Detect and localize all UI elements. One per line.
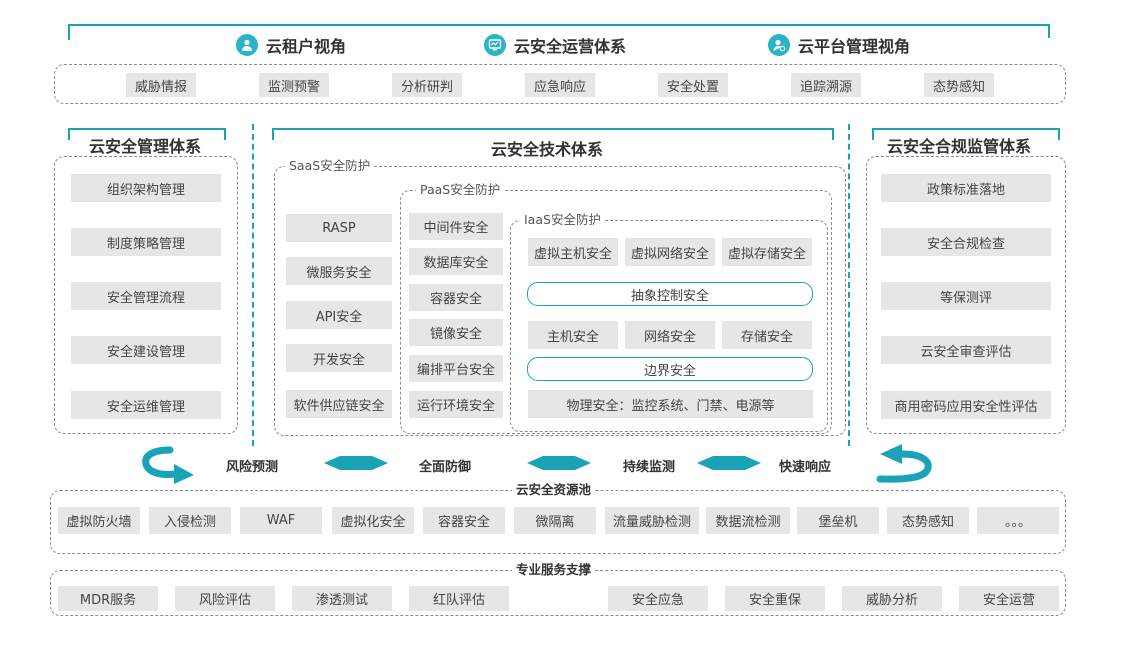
monitor-icon (484, 34, 506, 56)
cycle-arrow-left-icon (142, 446, 194, 484)
service-risk: 风险评估 (175, 586, 275, 611)
service-mdr: MDR服务 (58, 586, 158, 611)
flow-step-monitor: 持续监测 (623, 460, 676, 475)
pool-item-dataflow: 数据流检测 (706, 507, 790, 534)
iaas-virtual-network: 虚拟网络安全 (625, 238, 715, 266)
technology-title: 云安全技术体系 (491, 140, 604, 159)
cycle-arrow-right-icon (876, 444, 932, 483)
iaas-host: 主机安全 (528, 321, 618, 349)
management-item-operation: 安全运维管理 (71, 391, 221, 419)
saas-item-microservice: 微服务安全 (286, 257, 392, 285)
saas-item-api: API安全 (286, 301, 392, 329)
paas-item-orchestration: 编排平台安全 (409, 355, 503, 382)
top-bracket-left (68, 24, 70, 40)
header-tenant-view: 云租户视角 (236, 33, 346, 57)
pool-item-container: 容器安全 (423, 507, 505, 534)
saas-label: SaaS安全防护 (285, 158, 375, 174)
saas-item-dev: 开发安全 (286, 344, 392, 372)
compliance-item-mlps: 等保测评 (881, 282, 1051, 310)
paas-item-image: 镜像安全 (409, 319, 503, 346)
iaas-label: IaaS安全防护 (520, 212, 605, 228)
management-item-policy: 制度策略管理 (71, 228, 221, 256)
flow-step-defense: 全面防御 (419, 460, 472, 475)
pool-item-bastion: 堡垒机 (797, 507, 879, 534)
flow-diamond-2-icon (527, 456, 591, 470)
pool-item-microseg: 微隔离 (514, 507, 596, 534)
flow-step-predict: 风险预测 (226, 460, 279, 475)
admin-icon (768, 34, 790, 56)
compliance-title: 云安全合规监管体系 (887, 137, 1032, 156)
pool-item-firewall: 虚拟防火墙 (58, 507, 140, 534)
saas-item-rasp: RASP (286, 214, 392, 242)
flow-diamond-3-icon (697, 456, 761, 470)
service-pentest: 渗透测试 (292, 586, 392, 611)
header-tenant-label: 云租户视角 (266, 37, 347, 56)
compliance-bracket (872, 128, 1060, 140)
compliance-item-standards: 政策标准落地 (881, 174, 1051, 202)
capability-threat-intel: 威胁情报 (126, 73, 196, 97)
pool-item-traffic: 流量威胁检测 (605, 507, 699, 534)
iaas-storage: 存储安全 (722, 321, 812, 349)
pool-item-waf: WAF (240, 507, 322, 534)
capability-emergency: 应急响应 (525, 73, 595, 97)
paas-item-middleware: 中间件安全 (409, 213, 503, 240)
header-operations-label: 云安全运营体系 (514, 37, 627, 56)
tenant-icon (236, 34, 258, 56)
capability-monitoring: 监测预警 (259, 73, 329, 97)
iaas-virtual-storage: 虚拟存储安全 (722, 238, 812, 266)
iaas-virtual-host: 虚拟主机安全 (528, 238, 618, 266)
service-operations: 安全运营 (959, 586, 1059, 611)
header-operations: 云安全运营体系 (484, 33, 626, 57)
saas-item-supply-chain: 软件供应链安全 (286, 390, 392, 418)
flow-diamond-1-icon (324, 456, 388, 470)
iaas-panel (510, 220, 828, 432)
saas-panel (274, 166, 846, 436)
flow-step-respond: 快速响应 (779, 460, 832, 475)
management-title: 云安全管理体系 (89, 137, 202, 156)
separator-left (252, 124, 254, 446)
capability-disposal: 安全处置 (658, 73, 728, 97)
capabilities-panel (54, 64, 1066, 104)
paas-item-container: 容器安全 (409, 284, 503, 311)
pool-item-virtualization: 虚拟化安全 (332, 507, 414, 534)
pool-item-ids: 入侵检测 (149, 507, 231, 534)
compliance-item-check: 安全合规检查 (881, 228, 1051, 256)
service-redteam: 红队评估 (409, 586, 509, 611)
pool-item-more: 。。。 (977, 507, 1059, 534)
compliance-item-review: 云安全审查评估 (881, 336, 1051, 364)
paas-label: PaaS安全防护 (416, 182, 505, 198)
services-title: 专业服务支撑 (512, 562, 596, 578)
service-emergency: 安全应急 (608, 586, 708, 611)
pool-item-situation: 态势感知 (887, 507, 969, 534)
management-bracket (68, 128, 226, 140)
management-item-process: 安全管理流程 (71, 282, 221, 310)
resource-pool-title: 云安全资源池 (512, 482, 596, 498)
capability-situation: 态势感知 (924, 73, 994, 97)
management-item-org: 组织架构管理 (71, 174, 221, 202)
iaas-abstract-control: 抽象控制安全 (527, 282, 813, 306)
management-item-construction: 安全建设管理 (71, 336, 221, 364)
iaas-physical: 物理安全：监控系统、门禁、电源等 (528, 390, 813, 418)
service-threat-analysis: 威胁分析 (842, 586, 942, 611)
iaas-boundary: 边界安全 (527, 357, 813, 381)
compliance-item-crypto: 商用密码应用安全性评估 (881, 391, 1051, 419)
service-protection: 安全重保 (725, 586, 825, 611)
capability-tracing: 追踪溯源 (791, 73, 861, 97)
technology-bracket (272, 128, 834, 140)
paas-item-database: 数据库安全 (409, 248, 503, 275)
management-panel (54, 156, 238, 434)
separator-right (848, 124, 850, 446)
paas-panel (400, 190, 832, 434)
iaas-network: 网络安全 (625, 321, 715, 349)
header-platform-view: 云平台管理视角 (768, 33, 910, 57)
capability-analysis: 分析研判 (392, 73, 462, 97)
paas-item-runtime: 运行环境安全 (409, 391, 503, 418)
header-platform-label: 云平台管理视角 (798, 37, 911, 56)
compliance-panel (866, 156, 1066, 434)
